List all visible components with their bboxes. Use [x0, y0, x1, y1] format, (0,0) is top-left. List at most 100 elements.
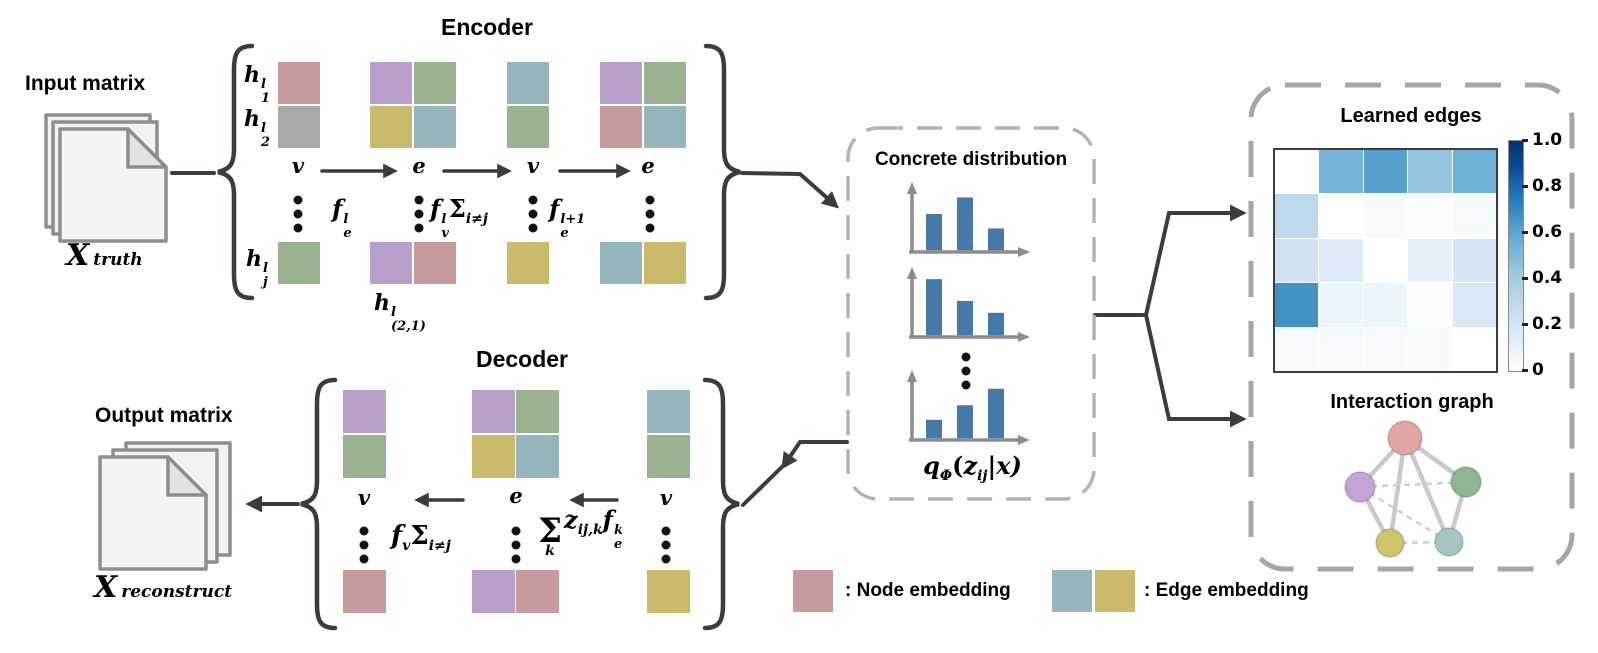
distribution-bar: [957, 300, 973, 336]
concrete-distribution-box: [846, 126, 1096, 501]
interaction-graph-canvas: [1344, 420, 1482, 558]
fork-upper-arrow: [1144, 204, 1247, 317]
ellipsis-dots: [293, 195, 971, 564]
concrete-bar-charts: [907, 182, 1030, 445]
embedding-square-yellow: [472, 435, 515, 478]
colorbar-tick-label: 0.4: [1532, 268, 1563, 288]
encoder-left-brace: [217, 43, 255, 301]
vertical-ellipsis-dot: [645, 209, 655, 219]
braces: [217, 43, 741, 631]
colorbar-tick-label: 1.0: [1532, 130, 1563, 150]
embedding-square-green: [414, 62, 456, 104]
distribution-bar: [957, 197, 973, 251]
x-truth-sub: truth: [93, 250, 143, 270]
legend-edge-label: : Edge embedding: [1144, 580, 1309, 601]
heatmap-cell: [1319, 327, 1363, 371]
vertical-ellipsis-dot: [414, 223, 424, 233]
embedding-square-yellow: [644, 242, 686, 284]
input-matrix-icon: [44, 113, 168, 243]
x-truth-main: X: [66, 238, 90, 273]
vertical-ellipsis-dot: [645, 195, 655, 205]
embedding-square-purple: [472, 570, 515, 613]
embedding-square-purple: [472, 390, 515, 433]
embedding-square-pink: [278, 62, 320, 104]
vertical-ellipsis-dot: [528, 209, 538, 219]
heatmap-cell: [1319, 150, 1363, 194]
learned-edges-heatmap: [1273, 148, 1498, 373]
colorbar-tick-mark: [1522, 184, 1528, 188]
graph-node-green: [1450, 466, 1482, 498]
concrete-chart-1: [907, 182, 1030, 257]
embedding-square-purple: [370, 62, 412, 104]
concrete-chart-2: [907, 267, 1030, 342]
graph-node-teal: [1434, 527, 1464, 557]
graph-edge-dashed: [1359, 480, 1467, 489]
embedding-square-purple: [343, 390, 386, 433]
encoder-flow-e2: e: [641, 153, 655, 178]
embedding-square-teal: [516, 435, 559, 478]
encoder-to-concrete-arrow: [740, 171, 840, 209]
concrete-chart-3: [907, 370, 1030, 445]
vertical-ellipsis-dot: [511, 554, 521, 564]
vertical-ellipsis-dot: [961, 380, 971, 390]
vertical-ellipsis-dot: [293, 209, 303, 219]
heatmap-cell: [1452, 150, 1496, 194]
colorbar-tick-label: 0.2: [1532, 314, 1563, 334]
interaction-graph-title: Interaction graph: [1330, 391, 1494, 413]
colorbar-tick-mark: [1522, 322, 1528, 326]
vertical-ellipsis-dot: [645, 223, 655, 233]
embedding-square-teal: [644, 106, 686, 148]
embedding-square-purple: [600, 62, 642, 104]
embedding-square-pink: [343, 570, 386, 613]
decoder-left-brace: [300, 377, 338, 631]
embedding-square-green: [516, 390, 559, 433]
concrete-to-decoder-arrow: [781, 440, 849, 470]
heatmap-cell: [1452, 194, 1496, 238]
embedding-square-teal: [507, 62, 549, 104]
vertical-ellipsis-dot: [359, 540, 369, 550]
decoder-title: Decoder: [475, 346, 569, 372]
heatmap-cell: [1452, 283, 1496, 327]
heatmap-cell: [1275, 238, 1319, 283]
legend-node-label: : Node embedding: [845, 580, 1011, 601]
embedding-square-gray: [278, 106, 320, 148]
heatmap-cell: [1363, 283, 1408, 327]
legend-node-swatch: [793, 570, 833, 612]
vertical-ellipsis-dot: [961, 366, 971, 376]
embedding-square-teal: [600, 242, 642, 284]
heatmap-cell: [1275, 327, 1319, 371]
concrete-to-decoder-tail: [741, 461, 788, 507]
graph-node-pink: [1387, 420, 1423, 456]
decoder-flow-e: e: [509, 483, 523, 508]
heatmap-cell: [1408, 194, 1452, 238]
embedding-square-pink: [414, 242, 456, 284]
encoder-right-brace: [703, 43, 741, 301]
graph-node-purple: [1344, 471, 1376, 503]
x-reconstruct-main: X: [94, 570, 118, 605]
vertical-ellipsis-dot: [414, 195, 424, 205]
colorbar-tick-mark: [1522, 138, 1528, 142]
heatmap-cell: [1319, 194, 1363, 238]
embedding-square-green: [507, 106, 549, 148]
vertical-ellipsis-dot: [511, 526, 521, 536]
heatmap-cell: [1363, 150, 1408, 194]
colorbar-tick-label: 0: [1532, 360, 1544, 380]
heatmap-cell: [1408, 283, 1452, 327]
encoder-flow-e1: e: [412, 153, 426, 178]
decoder-op-fv-sigma: fvΣi≠j: [391, 521, 451, 555]
colorbar: [1508, 140, 1524, 372]
vertical-ellipsis-dot: [961, 352, 971, 362]
heatmap-cell: [1319, 283, 1363, 327]
heatmap-cell: [1363, 327, 1408, 371]
vertical-ellipsis-dot: [414, 209, 424, 219]
heatmap-cell: [1275, 283, 1319, 327]
decoder-right-brace: [702, 377, 740, 631]
colorbar-tick-mark: [1522, 368, 1528, 372]
embedding-square-teal: [647, 390, 690, 433]
